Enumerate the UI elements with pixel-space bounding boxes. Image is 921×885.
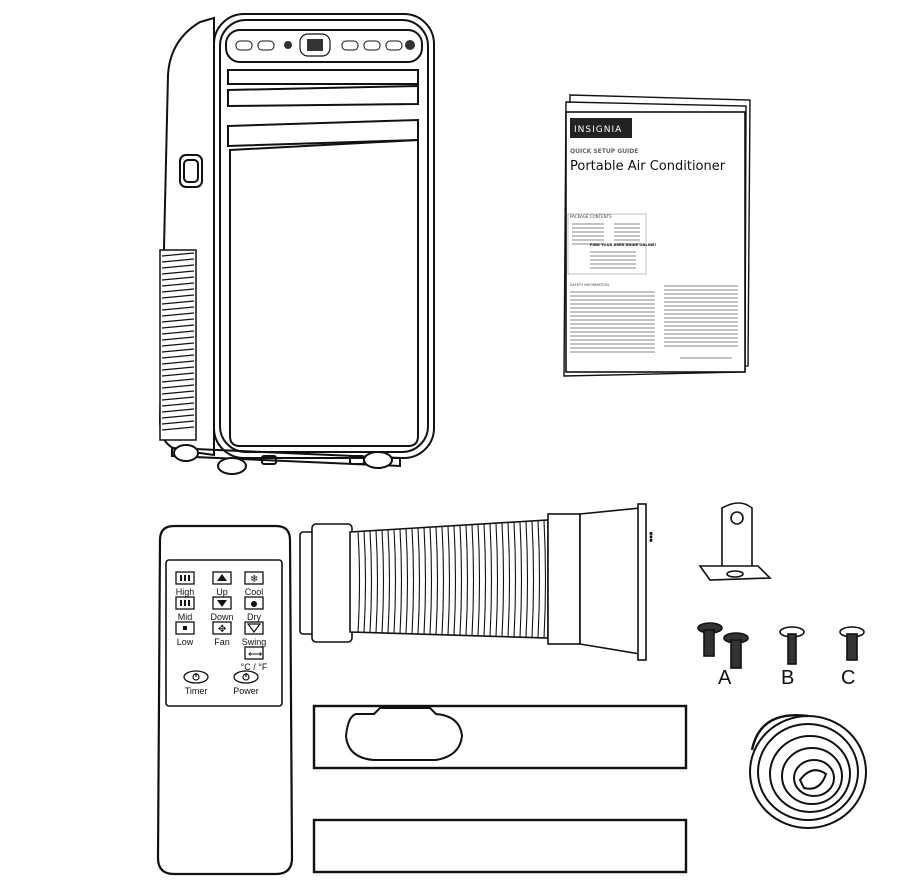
fan-bars-icon bbox=[180, 575, 190, 581]
vent-1 bbox=[227, 69, 419, 85]
timer-icon bbox=[192, 673, 200, 681]
svg-text:✥: ✥ bbox=[218, 624, 226, 635]
triangle-down-icon bbox=[217, 600, 227, 607]
quick-setup-guide: INSIGNIA QUICK SETUP GUIDE Portable Air … bbox=[563, 94, 751, 377]
remote-low-label: Low bbox=[177, 637, 194, 647]
brand-label: INSIGNIA bbox=[574, 125, 622, 135]
remote-power-label: Power bbox=[233, 686, 259, 696]
control-panel bbox=[225, 29, 423, 63]
wheel-front-right bbox=[363, 451, 393, 469]
foam-seal-roll bbox=[749, 714, 867, 829]
remote-swing-button[interactable]: Swing bbox=[242, 621, 267, 647]
remote-swing-label: Swing bbox=[242, 637, 267, 647]
remote-power-button[interactable]: Power bbox=[233, 670, 259, 696]
remote-timer-button[interactable]: Timer bbox=[183, 670, 209, 696]
remote-fan-button[interactable]: ✥ Fan bbox=[212, 621, 232, 647]
exhaust-hose: ⋮ bbox=[299, 503, 657, 661]
screw-label-b: B bbox=[781, 667, 794, 689]
remote-high-button[interactable]: High bbox=[175, 571, 195, 597]
power-icon bbox=[242, 673, 250, 681]
droplet-icon bbox=[251, 601, 257, 607]
brand-logo bbox=[570, 118, 632, 138]
mounting-bracket bbox=[698, 502, 772, 581]
remote-dry-label: Dry bbox=[247, 612, 261, 622]
front-panel bbox=[213, 13, 435, 459]
svg-text:⋮: ⋮ bbox=[646, 532, 656, 543]
remote-high-label: High bbox=[176, 587, 195, 597]
remote-up-label: Up bbox=[216, 587, 228, 597]
remote-cool-button[interactable]: ❄ Cool bbox=[244, 571, 264, 597]
triangle-up-icon bbox=[217, 574, 227, 581]
remote-down-button[interactable]: Down bbox=[210, 596, 234, 622]
remote-temp-button[interactable]: ⟷ °C / °F bbox=[241, 646, 268, 672]
screw-label-a: A bbox=[718, 667, 732, 689]
fan-bars-icon bbox=[180, 600, 190, 606]
portable-air-conditioner bbox=[158, 13, 435, 475]
remote-temp-label: °C / °F bbox=[241, 662, 268, 672]
find-online-heading: FIND YOUR USER GUIDE ONLINE! bbox=[590, 243, 657, 247]
remote-mid-label: Mid bbox=[178, 612, 193, 622]
screw-label-c: C bbox=[841, 667, 855, 689]
guide-title: Portable Air Conditioner bbox=[570, 159, 726, 174]
remote-cool-label: Cool bbox=[245, 587, 264, 597]
square-icon bbox=[183, 626, 187, 630]
remote-fan-label: Fan bbox=[214, 637, 230, 647]
safety-heading: SAFETY INFORMATION bbox=[570, 283, 609, 287]
window-panel-with-opening bbox=[312, 704, 688, 770]
fan-icon: ✥ bbox=[218, 624, 226, 635]
remote-up-button[interactable]: Up bbox=[212, 571, 232, 597]
guide-subtitle: QUICK SETUP GUIDE bbox=[570, 148, 638, 155]
remote-dry-button[interactable]: Dry bbox=[244, 596, 264, 622]
screws bbox=[697, 622, 865, 669]
front-lower-panel bbox=[229, 138, 419, 447]
remote-timer-label: Timer bbox=[185, 686, 208, 696]
wheel-front-left bbox=[217, 457, 247, 475]
side-grille bbox=[159, 249, 197, 441]
wheel-left bbox=[173, 444, 199, 462]
remote-low-button[interactable]: Low bbox=[175, 621, 195, 647]
snowflake-icon: ❄ bbox=[250, 574, 258, 585]
side-handle bbox=[179, 154, 203, 188]
svg-text:❄: ❄ bbox=[250, 574, 258, 585]
remote-down-label: Down bbox=[210, 612, 233, 622]
swing-icon bbox=[246, 623, 262, 633]
vent-2 bbox=[227, 84, 419, 108]
arrows-icon: ⟷ bbox=[248, 649, 262, 660]
package-heading: PACKAGE CONTENTS bbox=[570, 214, 612, 219]
remote-mid-button[interactable]: Mid bbox=[175, 596, 195, 622]
window-panel-plain bbox=[312, 818, 688, 874]
svg-text:⟷: ⟷ bbox=[248, 649, 262, 660]
